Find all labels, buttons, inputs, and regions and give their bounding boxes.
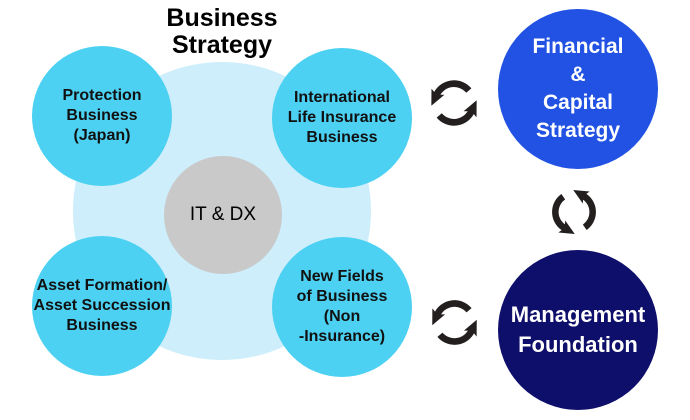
node-label: New Fields of Business (Non -Insurance) [296, 268, 388, 345]
node-label: Management Foundation [510, 302, 646, 357]
node-management-foundation: Management Foundation [498, 250, 658, 410]
node-label: Protection Business (Japan) [62, 87, 142, 144]
node-it-dx-core: IT & DX [164, 156, 282, 274]
node-label: IT & DX [189, 204, 257, 225]
node-international-life-insurance: International Life Insurance Business [272, 48, 412, 188]
cycle-arrow-icon [431, 80, 477, 126]
node-label: Financial & Capital Strategy [532, 35, 624, 142]
node-label: Asset Formation/ Asset Succession Busine… [33, 277, 171, 334]
node-protection-business: Protection Business (Japan) [32, 46, 172, 186]
node-financial-capital-strategy: Financial & Capital Strategy [498, 9, 658, 169]
node-asset-formation-succession: Asset Formation/ Asset Succession Busine… [32, 236, 172, 376]
diagram-title: Business Strategy [166, 4, 278, 59]
node-new-fields-non-insurance: New Fields of Business (Non -Insurance) [272, 237, 412, 377]
node-label: International Life Insurance Business [287, 89, 397, 146]
cycle-arrow-icon [552, 189, 596, 235]
cycle-arrow-icon [432, 300, 477, 345]
